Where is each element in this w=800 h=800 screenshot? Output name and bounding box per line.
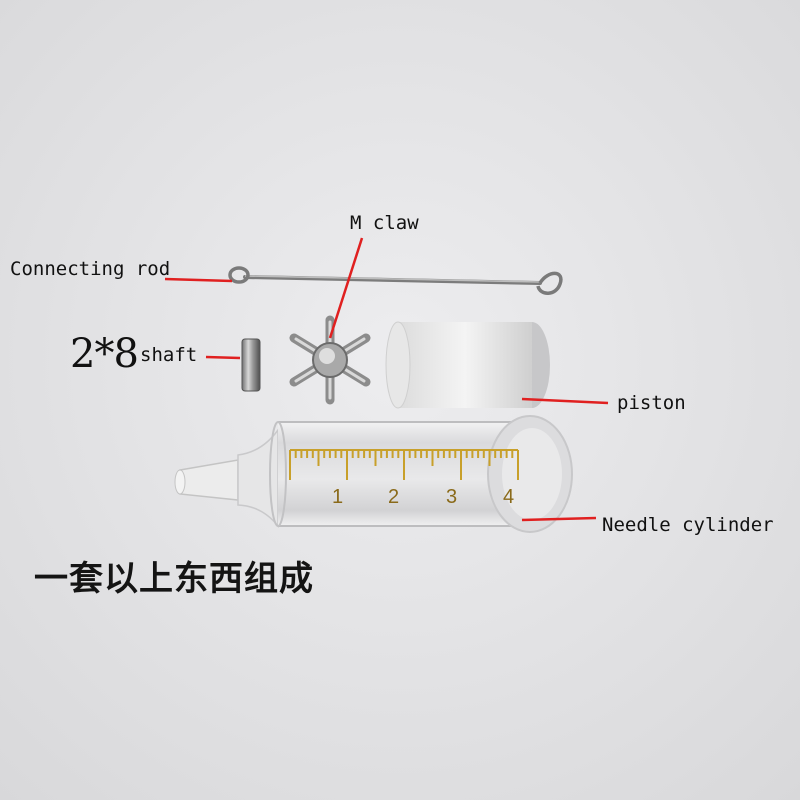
scale-number-2: 2 <box>388 486 400 508</box>
scale-number-1: 1 <box>332 486 344 508</box>
shaft-label: shaft <box>140 344 198 366</box>
scale-number-3: 3 <box>446 486 458 508</box>
connecting-rod <box>228 266 563 295</box>
needle-cylinder <box>174 415 573 533</box>
shaft-size-label: 2*8 <box>70 331 139 377</box>
needle-cylinder-label: Needle cylinder <box>602 514 774 536</box>
m-claw <box>289 315 371 405</box>
connecting-rod-label: Connecting rod <box>10 258 171 280</box>
piston <box>385 321 550 409</box>
scale-number-4: 4 <box>503 486 515 508</box>
m-claw-label: M claw <box>350 212 419 234</box>
small-shaft <box>241 338 261 392</box>
leader-lines <box>164 237 609 522</box>
piston-label: piston <box>617 392 686 414</box>
caption: 一套以上东西组成 <box>34 559 314 599</box>
